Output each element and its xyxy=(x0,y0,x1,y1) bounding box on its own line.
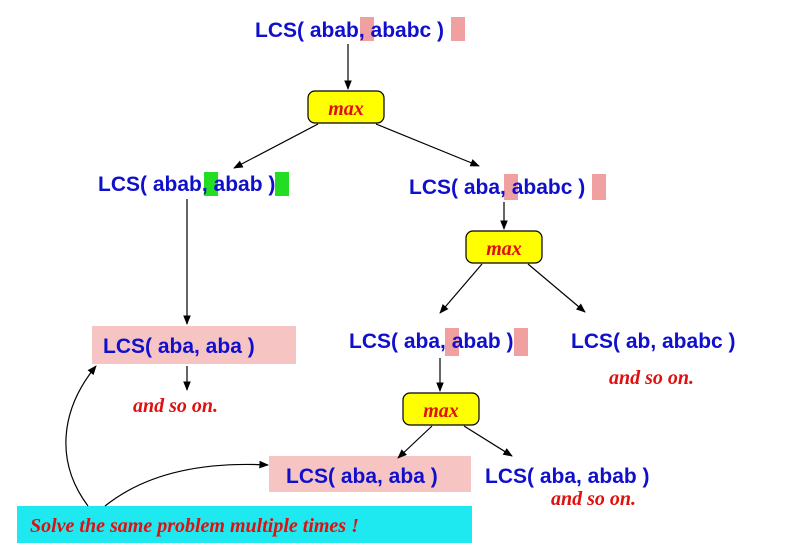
edge-max3-bottomright xyxy=(463,425,513,457)
max-box-1 xyxy=(307,90,385,124)
note-right: and so on. xyxy=(609,367,694,389)
max-box-2 xyxy=(465,230,543,264)
edge-max1-right1 xyxy=(375,123,480,167)
highlight-right1-c xyxy=(592,174,606,200)
node-bottom-left: LCS( aba, aba ) xyxy=(286,465,438,488)
node-root: LCS( abab, ababc ) xyxy=(255,19,444,42)
repeat-box-left xyxy=(92,326,296,364)
note-bottom: and so on. xyxy=(551,488,636,510)
node-rr: LCS( ab, ababc ) xyxy=(571,330,736,353)
node-bottom-right: LCS( aba, abab ) xyxy=(485,465,650,488)
node-left2: LCS( aba, aba ) xyxy=(103,335,255,358)
max-label-3: max xyxy=(423,400,459,422)
node-right1: LCS( aba, ababc ) xyxy=(409,176,585,199)
node-rl: LCS( aba, abab ) xyxy=(349,330,514,353)
note-left: and so on. xyxy=(133,395,218,417)
edge-max2-rr xyxy=(527,263,586,313)
highlight-right1-a xyxy=(504,174,518,200)
curve-caption-left2 xyxy=(65,365,97,507)
highlight-root-c xyxy=(451,17,465,41)
highlight-rl-a xyxy=(445,328,459,356)
max-label-2: max xyxy=(486,238,522,260)
edge-max2-rl xyxy=(439,263,483,314)
max-box-3 xyxy=(402,392,480,426)
edge-max3-bottomleft xyxy=(397,425,433,459)
curve-caption-bottom xyxy=(104,460,269,507)
highlight-left1-b1 xyxy=(204,172,218,196)
highlight-rl-b xyxy=(514,328,528,356)
repeat-box-bottom xyxy=(269,456,471,492)
highlight-root-b xyxy=(360,17,374,41)
highlight-left1-b2 xyxy=(275,172,289,196)
caption-text: Solve the same problem multiple times ! xyxy=(30,515,359,537)
max-label-1: max xyxy=(328,98,364,120)
caption-box xyxy=(17,506,472,543)
edge-max1-left1 xyxy=(233,123,319,169)
node-left1: LCS( abab, abab ) xyxy=(98,173,275,196)
